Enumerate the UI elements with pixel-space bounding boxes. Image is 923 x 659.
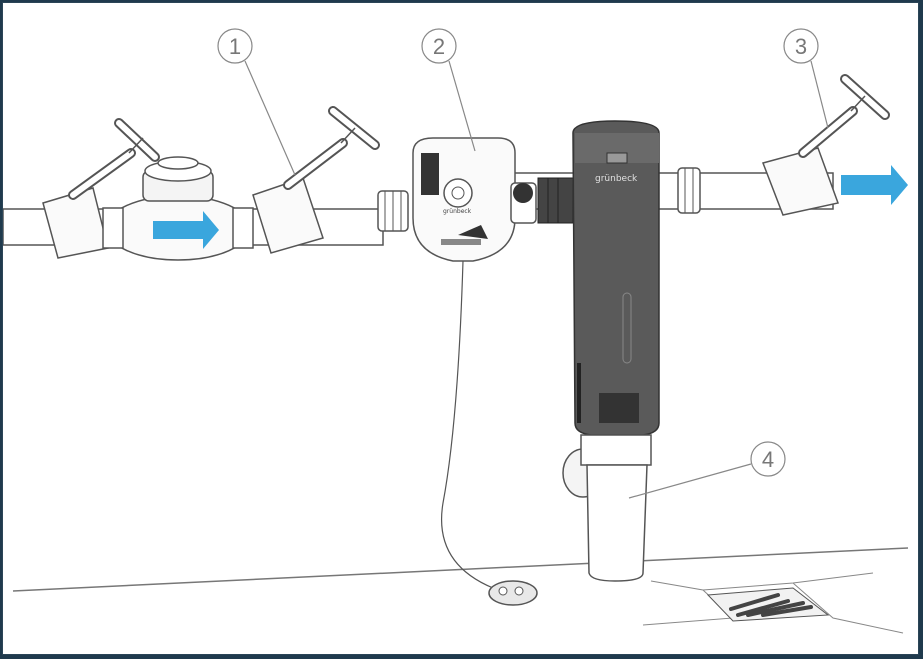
installation-diagram: grünbeck grünbeck bbox=[3, 28, 909, 634]
floor-line bbox=[12, 547, 909, 592]
callout-3-label: 3 bbox=[795, 34, 807, 59]
callout-1: 1 bbox=[217, 28, 296, 176]
shutoff-valve-1 bbox=[252, 106, 380, 254]
floor-drain bbox=[642, 572, 904, 634]
filter-bowl bbox=[562, 434, 652, 582]
leak-sensor bbox=[488, 580, 538, 606]
filter-logo: grünbeck bbox=[595, 174, 638, 184]
pipe-fitting-middle bbox=[510, 177, 574, 224]
flow-arrow-outlet bbox=[841, 165, 908, 205]
callout-2-label: 2 bbox=[433, 34, 445, 59]
pipe-fitting-right bbox=[677, 167, 701, 214]
control-unit: grünbeck bbox=[412, 137, 516, 262]
callout-3: 3 bbox=[783, 28, 829, 129]
callout-2: 2 bbox=[421, 28, 476, 152]
callout-1-label: 1 bbox=[229, 34, 241, 59]
callout-4-label: 4 bbox=[762, 447, 774, 472]
backwash-filter: grünbeck bbox=[572, 120, 660, 436]
water-meter bbox=[102, 156, 254, 261]
flow-arrow-inlet bbox=[153, 211, 219, 249]
pipe-fitting-left bbox=[377, 190, 409, 232]
control-unit-logo: grünbeck bbox=[443, 208, 472, 215]
shutoff-valve-3 bbox=[762, 74, 890, 216]
sensor-cable bbox=[441, 260, 494, 589]
callout-4: 4 bbox=[628, 441, 786, 499]
shutoff-valve-inlet bbox=[42, 118, 160, 259]
